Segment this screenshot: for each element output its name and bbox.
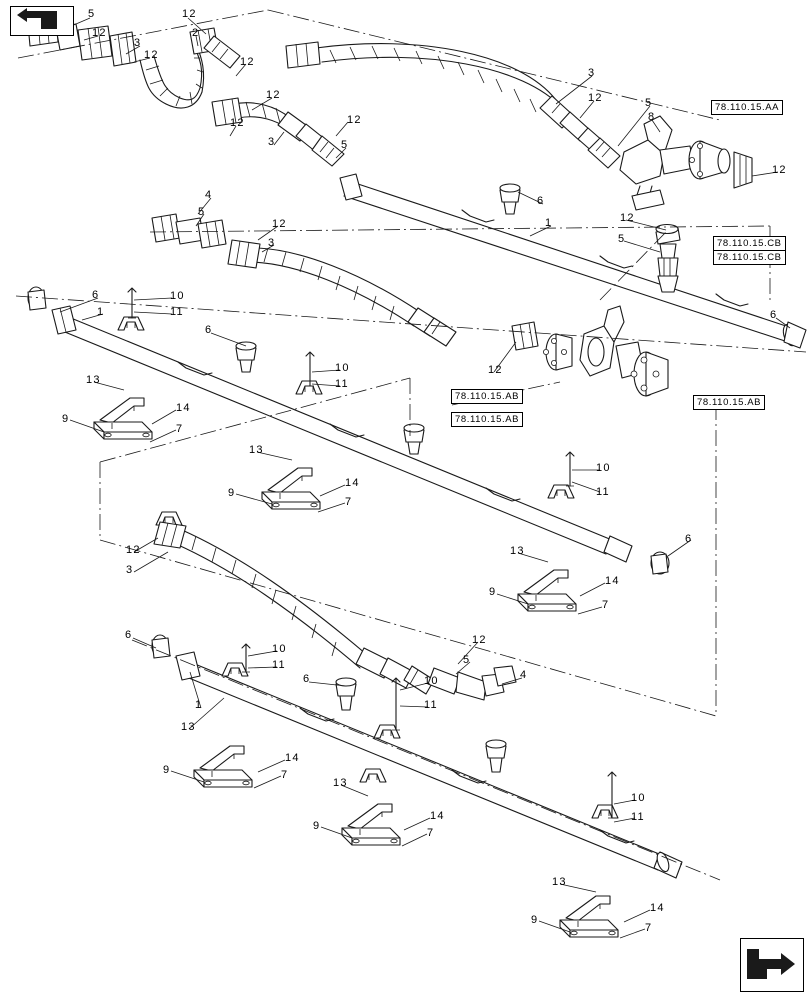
item-callout: 13 <box>249 444 264 456</box>
reference-code-box[interactable]: 78.110.15.AB <box>451 412 524 427</box>
item-callout: 12 <box>182 8 197 20</box>
item-callout: 7 <box>176 423 184 435</box>
item-callout: 6 <box>125 629 133 641</box>
item-callout: 10 <box>272 643 287 655</box>
item-callout: 13 <box>181 721 196 733</box>
item-callout: 3 <box>268 136 276 148</box>
item-callout: 12 <box>92 27 107 39</box>
item-callout: 10 <box>596 462 611 474</box>
item-callout: 7 <box>427 827 435 839</box>
item-callout: 6 <box>205 324 213 336</box>
item-callout: 9 <box>163 764 171 776</box>
item-callout: 3 <box>126 564 134 576</box>
item-callout: 1 <box>195 699 203 711</box>
item-callout: 4 <box>520 669 528 681</box>
item-callout: 12 <box>588 92 603 104</box>
item-callout: 11 <box>170 306 184 318</box>
item-callout: 13 <box>510 545 525 557</box>
item-callout: 9 <box>313 820 321 832</box>
item-callout: 7 <box>281 769 289 781</box>
item-callout: 10 <box>335 362 350 374</box>
item-callout: 10 <box>170 290 185 302</box>
item-callout: 13 <box>333 777 348 789</box>
reference-code-box[interactable]: 78.110.15.CB <box>713 236 786 251</box>
item-callout: 6 <box>685 533 693 545</box>
item-callout: 11 <box>631 811 645 823</box>
item-callout: 3 <box>268 237 276 249</box>
item-callout: 14 <box>650 902 665 914</box>
item-callout: 5 <box>463 654 471 666</box>
item-callout: 9 <box>62 413 70 425</box>
item-callout: 3 <box>588 67 596 79</box>
item-callout: 5 <box>645 97 653 109</box>
item-callout: 6 <box>770 309 778 321</box>
item-callout: 12 <box>272 218 287 230</box>
item-callout: 14 <box>285 752 300 764</box>
next-page-button[interactable] <box>740 938 804 992</box>
previous-page-button[interactable] <box>10 6 74 36</box>
reference-code-box[interactable]: 78.110.15.AB <box>693 395 766 410</box>
reference-code-box[interactable]: 78.110.15.AB <box>451 389 524 404</box>
item-callout: 12 <box>472 634 487 646</box>
item-callout: 9 <box>531 914 539 926</box>
item-callout: 11 <box>596 486 610 498</box>
item-callout: 10 <box>631 792 646 804</box>
item-callout: 12 <box>230 117 245 129</box>
item-callout: 3 <box>134 37 142 49</box>
reference-code-box[interactable]: 78.110.15.CB <box>713 250 786 265</box>
item-callout: 10 <box>424 675 439 687</box>
item-callout: 14 <box>345 477 360 489</box>
item-callout: 12 <box>772 164 787 176</box>
item-callout: 4 <box>205 189 213 201</box>
item-callout: 8 <box>648 111 656 123</box>
item-callout: 12 <box>347 114 362 126</box>
item-callout: 7 <box>602 599 610 611</box>
item-callout: 11 <box>335 378 349 390</box>
item-callout: 7 <box>345 496 353 508</box>
item-callout: 5 <box>88 8 96 20</box>
item-callout: 5 <box>198 206 206 218</box>
item-callout: 2 <box>192 27 200 39</box>
item-callout: 12 <box>144 49 159 61</box>
item-callout: 12 <box>266 89 281 101</box>
item-callout: 1 <box>97 306 105 318</box>
back-arrow-icon <box>17 8 57 29</box>
item-callout: 6 <box>537 195 545 207</box>
item-callout: 13 <box>86 374 101 386</box>
item-callout: 5 <box>618 233 626 245</box>
item-callout: 7 <box>645 922 653 934</box>
forward-arrow-icon <box>747 949 795 979</box>
item-callout: 13 <box>552 876 567 888</box>
item-callout: 1 <box>545 217 553 229</box>
item-callout: 9 <box>228 487 236 499</box>
item-callout: 11 <box>272 659 286 671</box>
item-callout: 6 <box>92 289 100 301</box>
item-callout: 14 <box>430 810 445 822</box>
item-callout: 12 <box>240 56 255 68</box>
item-callout: 6 <box>303 673 311 685</box>
item-callout: 5 <box>341 139 349 151</box>
item-callout: 12 <box>620 212 635 224</box>
item-callout: 11 <box>424 699 438 711</box>
item-callout: 12 <box>488 364 503 376</box>
item-callout: 14 <box>605 575 620 587</box>
item-callout: 14 <box>176 402 191 414</box>
item-callout: 9 <box>489 586 497 598</box>
item-callout: 12 <box>126 544 141 556</box>
reference-code-box[interactable]: 78.110.15.AA <box>711 100 784 115</box>
